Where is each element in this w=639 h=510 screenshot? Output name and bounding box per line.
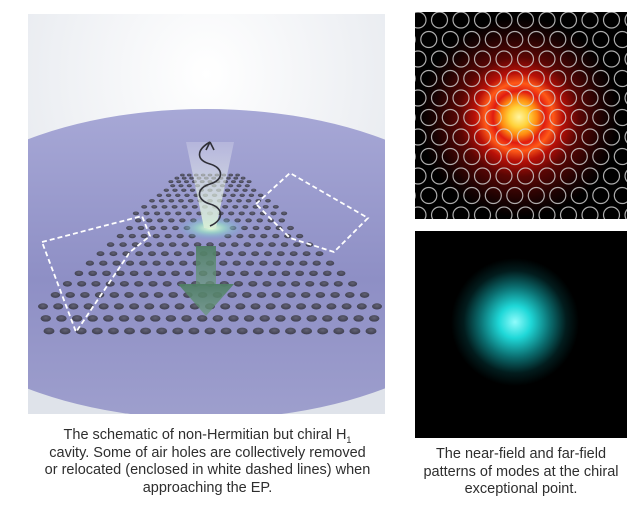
caption-line-1: The schematic of non-Hermitian but chira… bbox=[63, 427, 352, 445]
caption-line-4: approaching the EP. bbox=[142, 479, 273, 496]
lattice-outline-circles bbox=[415, 12, 627, 219]
light-beam bbox=[186, 142, 234, 228]
caption-line-2: cavity. Some of air holes are collective… bbox=[49, 444, 366, 461]
caption-line-2: patterns of modes at the chiral bbox=[423, 463, 619, 480]
schematic-caption: The schematic of non-Hermitian but chira… bbox=[20, 427, 395, 497]
caption-line-3: exceptional point. bbox=[464, 481, 578, 497]
caption-line-3: or relocated (enclosed in white dashed l… bbox=[44, 462, 371, 478]
far-field-pattern bbox=[415, 231, 627, 438]
dashed-region-right bbox=[254, 171, 370, 254]
down-arrow-icon bbox=[178, 246, 234, 316]
pattern-caption: The near-field and far-field patterns of… bbox=[405, 446, 637, 499]
schematic-panel bbox=[28, 14, 385, 414]
caption-line-1: The near-field and far-field bbox=[435, 446, 607, 462]
spiral-beam-icon bbox=[198, 141, 222, 227]
near-field-pattern bbox=[415, 12, 627, 219]
dashed-region-left bbox=[40, 214, 152, 334]
air-hole-lattice bbox=[38, 173, 382, 335]
